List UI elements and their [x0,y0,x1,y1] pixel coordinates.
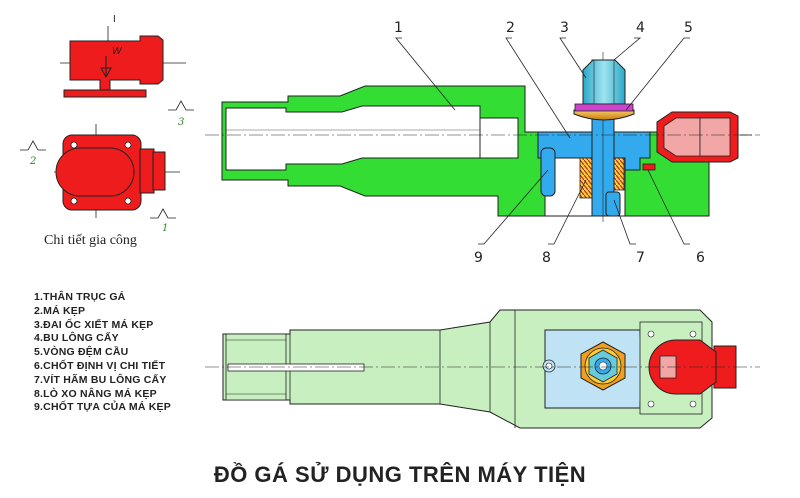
locating-pin [642,163,656,171]
legend-item: 3.ĐAI ỐC XIẾT MÁ KẸP [34,318,154,331]
legend-item: 1.THÂN TRỤC GÁ [34,291,126,303]
legend-item: 2.MÁ KẸP [34,304,86,317]
svg-text:3: 3 [178,117,184,128]
fixture-section-view [205,52,760,222]
lock-screw [605,191,621,217]
workpiece-top-view: I W 3 [60,14,194,128]
callout-8: 8 [542,250,551,266]
support-pin [540,147,556,197]
legend-item: 8.LÒ XO NÂNG MÁ KẸP [34,387,157,400]
fixture-plan-view [205,309,760,429]
clamp-nut [582,59,626,105]
clamping-force-label: W [112,46,123,57]
legend-item: 4.BU LÔNG CẤY [34,332,119,345]
legend-item: 6.CHỐT ĐỊNH VỊ CHI TIẾT [34,359,166,372]
workpiece-caption: Chi tiết gia công [44,233,137,248]
callout-5: 5 [684,20,693,36]
callout-9: 9 [474,250,483,266]
view-label-roman: I [113,14,116,25]
callout-1: 1 [394,20,403,36]
legend-item: 5.VÒNG ĐỆM CẦU [34,346,129,359]
svg-text:1: 1 [162,223,168,234]
callout-6: 6 [696,250,705,266]
datum-mark-1: 1 [150,208,176,234]
nut-plan [580,341,626,391]
workpiece-front-view: 2 1 [20,124,180,234]
workpiece-section [656,111,752,163]
legend-item: 9.CHỐT TỰA CỦA MÁ KẸP [34,401,171,414]
datum-mark-3: 3 [168,100,194,128]
callout-7: 7 [636,250,645,266]
legend-item: 7.VÍT HÃM BU LÔNG CẤY [34,373,167,386]
datum-mark-2: 2 [20,140,46,167]
page-title: ĐỒ GÁ SỬ DỤNG TRÊN MÁY TIỆN [213,462,587,487]
leader-lines [395,37,690,245]
callout-2: 2 [506,20,515,36]
spherical-washer [573,109,635,121]
part-callouts: 1 2 3 4 5 6 7 8 9 [394,20,705,266]
parts-legend: 1.THÂN TRỤC GÁ 2.MÁ KẸP 3.ĐAI ỐC XIẾT MÁ… [34,291,171,415]
callout-4: 4 [636,20,645,36]
callout-3: 3 [560,20,569,36]
svg-text:2: 2 [29,156,36,167]
